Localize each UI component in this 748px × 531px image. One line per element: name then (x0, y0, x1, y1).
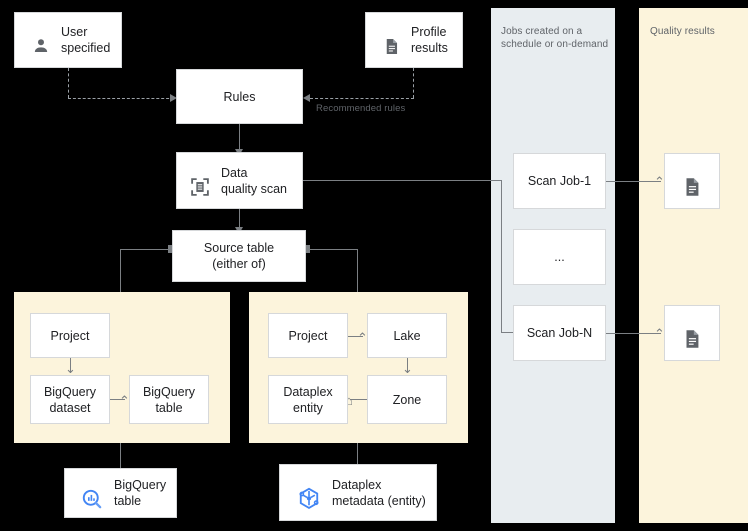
connector-dp-panel-to-product (357, 443, 358, 468)
node-bq-project[interactable]: Project (30, 313, 110, 358)
arrowhead-job1-to-result: ⌃ (654, 174, 665, 189)
panel-quality-results (639, 8, 748, 523)
node-dp-entity[interactable]: Dataplex entity (268, 375, 348, 424)
connector-dp-project-to-lake (348, 336, 363, 337)
dataplex-icon (296, 470, 322, 516)
arrowhead-dp-project-to-lake: ⌃ (357, 330, 368, 345)
node-bigquery-table-product-label: BigQuery table (114, 478, 167, 508)
node-dp-project-label: Project (288, 328, 328, 343)
node-data-quality-scan-label: Data quality scan (221, 165, 288, 196)
connector-job1-to-result (606, 181, 661, 182)
node-scan-job-n-label: Scan Job-N (526, 326, 593, 340)
node-bq-dataset[interactable]: BigQuery dataset (30, 375, 110, 424)
node-dataplex-metadata-product[interactable]: Dataplex metadata (entity) (279, 464, 437, 521)
node-dp-lake-label: Lake (393, 328, 421, 343)
node-dataplex-metadata-product-label: Dataplex metadata (entity) (332, 477, 426, 508)
person-icon (31, 20, 51, 60)
panel-jobs-label: Jobs created on a schedule or on-demand (501, 26, 609, 50)
connector-jobn-to-result (606, 333, 661, 334)
node-bigquery-table-product[interactable]: BigQuery table (64, 468, 177, 518)
bigquery-icon (81, 472, 104, 515)
node-source-table-label: Source table (either of) (203, 241, 275, 271)
edge-label-recommended-rules: Recommended rules (316, 103, 406, 114)
arrowhead-user-to-rules (170, 93, 177, 102)
node-scan-job-ellipsis-label: ... (554, 250, 565, 264)
connector-profile-to-rules-vertical (413, 68, 414, 98)
node-rules[interactable]: Rules (176, 69, 303, 124)
arrowhead-bq-project-to-dataset: ⌄ (65, 361, 76, 376)
panel-results-label: Quality results (650, 26, 715, 37)
node-dp-zone[interactable]: Zone (367, 375, 447, 424)
node-user-specified[interactable]: User specified (14, 12, 122, 68)
connector-scan-to-jobs-rail (302, 180, 502, 181)
connector-dp-zone-to-entity (350, 399, 367, 400)
connector-dp-lake-to-zone (407, 358, 408, 373)
document-icon (382, 21, 401, 60)
connector-jobs-rail-vertical (501, 180, 502, 332)
connector-rules-to-scan (239, 124, 240, 151)
connector-bq-project-to-dataset (70, 358, 71, 373)
node-dp-zone-label: Zone (392, 392, 422, 407)
node-rules-label: Rules (223, 89, 256, 104)
connector-bq-dataset-to-table (110, 399, 125, 400)
node-scan-job-1-label: Scan Job-1 (527, 174, 592, 188)
node-dp-lake[interactable]: Lake (367, 313, 447, 358)
arrowhead-jobn-to-result: ⌃ (654, 326, 665, 341)
node-source-table[interactable]: Source table (either of) (172, 230, 306, 282)
connector-user-to-rules-vertical (68, 68, 69, 98)
node-bq-table[interactable]: BigQuery table (129, 375, 209, 424)
connector-source-right-horizontal (306, 249, 358, 250)
connector-scan-to-source-table (239, 209, 240, 230)
connector-source-left-vertical (120, 249, 121, 292)
arrowhead-dp-zone-to-entity: ⌂ (345, 393, 353, 408)
node-scan-job-1[interactable]: Scan Job-1 (513, 153, 606, 209)
arrowhead-bq-dataset-to-table: ⌃ (119, 393, 130, 408)
scan-icon (189, 160, 211, 202)
node-bq-project-label: Project (50, 328, 90, 343)
connector-source-right-vertical (357, 249, 358, 292)
connector-jobs-rail-to-job-n (501, 332, 514, 333)
node-user-specified-label: User specified (61, 25, 111, 55)
document-icon (681, 312, 703, 354)
connector-bq-panel-to-product (120, 443, 121, 468)
node-scan-job-n[interactable]: Scan Job-N (513, 305, 606, 361)
node-bq-dataset-label: BigQuery dataset (43, 384, 97, 415)
document-icon (681, 160, 703, 202)
node-scan-job-ellipsis: ... (513, 229, 606, 285)
connector-profile-to-rules-horizontal (310, 98, 414, 99)
node-profile-results-label: Profile results (411, 25, 448, 55)
connector-user-to-rules-horizontal (68, 98, 174, 99)
node-bq-table-label: BigQuery table (142, 384, 196, 415)
node-dp-project[interactable]: Project (268, 313, 348, 358)
node-profile-results[interactable]: Profile results (365, 12, 463, 68)
node-result-doc-1[interactable] (664, 153, 720, 209)
connector-source-left-horizontal (120, 249, 172, 250)
node-dp-entity-label: Dataplex entity (283, 384, 333, 415)
arrowhead-profile-to-rules (303, 93, 310, 102)
arrowhead-dp-lake-to-zone: ⌄ (402, 361, 413, 376)
node-result-doc-n[interactable] (664, 305, 720, 361)
node-data-quality-scan[interactable]: Data quality scan (176, 152, 303, 209)
